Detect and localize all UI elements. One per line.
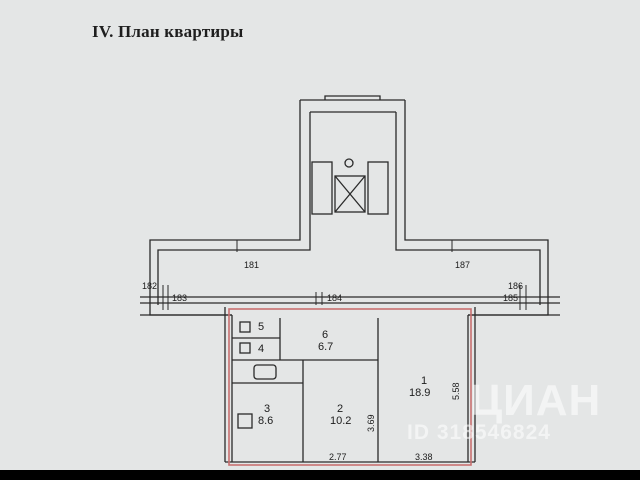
axis-mark-182: 182 bbox=[142, 281, 157, 291]
apartment-outline bbox=[228, 308, 472, 466]
floor-plan-drawing: 5 4 6 6.7 3 8.6 2 10.2 1 18.9 2.77 3.38 … bbox=[140, 95, 560, 466]
room-5-number: 5 bbox=[258, 321, 264, 333]
room-3-area: 8.6 bbox=[258, 415, 273, 427]
page-title: IV. План квартиры bbox=[92, 22, 244, 41]
room-4-number: 4 bbox=[258, 343, 264, 355]
axis-mark-185: 185 bbox=[503, 293, 518, 303]
axis-mark-186: 186 bbox=[508, 281, 523, 291]
building-walls bbox=[140, 95, 560, 463]
room-1-number: 1 bbox=[421, 375, 427, 387]
axis-mark-184: 184 bbox=[327, 293, 342, 303]
axis-mark-183: 183 bbox=[172, 293, 187, 303]
room-6-area: 6.7 bbox=[318, 341, 333, 353]
bottom-bar bbox=[0, 470, 640, 480]
room-2-area: 10.2 bbox=[330, 415, 351, 427]
axis-mark-181: 181 bbox=[244, 260, 259, 270]
axis-mark-187: 187 bbox=[455, 260, 470, 270]
dimension-height-room-2: 3.69 bbox=[366, 414, 376, 432]
room-6-number: 6 bbox=[322, 329, 328, 341]
watermark-brand: ЦИАН bbox=[470, 376, 602, 425]
room-3-number: 3 bbox=[264, 403, 270, 415]
room-1-area: 18.9 bbox=[409, 387, 430, 399]
room-2-number: 2 bbox=[337, 403, 343, 415]
dimension-height-room-1: 5.58 bbox=[451, 382, 461, 400]
dimension-width-room-2: 2.77 bbox=[329, 452, 347, 462]
dimension-width-room-1: 3.38 bbox=[415, 452, 433, 462]
watermark-id: ID 318546824 bbox=[407, 421, 551, 444]
floor-plan-page: IV. План квартиры bbox=[0, 0, 640, 470]
